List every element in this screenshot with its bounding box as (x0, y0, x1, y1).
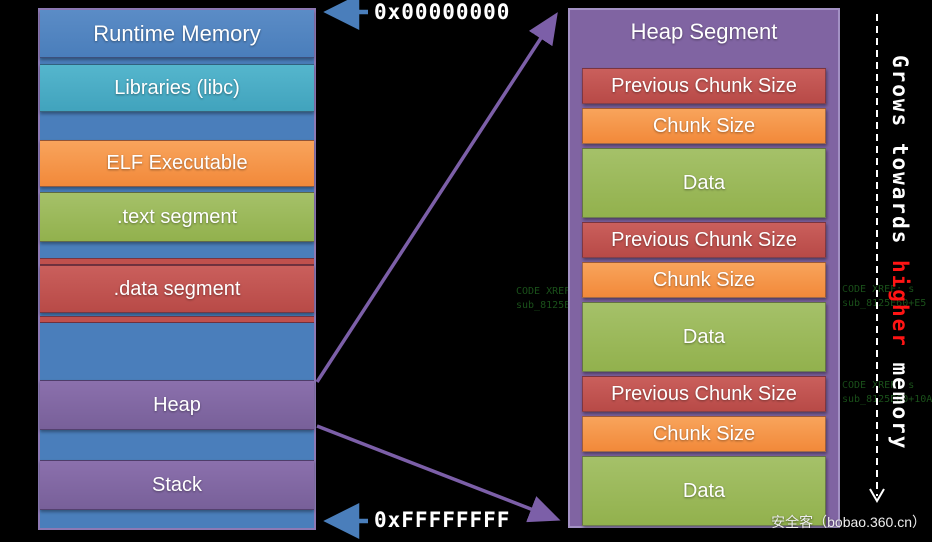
chunk1-chunk-size: Chunk Size (582, 108, 826, 144)
chunk3-data: Data (582, 456, 826, 526)
growth-note-highlight: higher (888, 260, 912, 348)
background-code-text: sub_8125E60+E5 (842, 298, 927, 309)
segment-text: .text segment (40, 192, 314, 242)
chunk1-data: Data (582, 148, 826, 218)
growth-note-before: Grows towards (888, 55, 912, 261)
growth-note-after: memory (888, 347, 912, 451)
segment-elf-executable: ELF Executable (40, 140, 314, 187)
chunk2-chunk-size: Chunk Size (582, 262, 826, 298)
heap-zoom-arrow-top (315, 12, 558, 383)
chunk2-data: Data (582, 302, 826, 372)
growth-direction-dashed-line (869, 14, 885, 503)
runtime-memory-column: Runtime Memory Libraries (libc) ELF Exec… (38, 8, 316, 530)
growth-direction-note: Grows towards higher memory (888, 55, 912, 495)
segment-stack: Stack (40, 460, 314, 510)
runtime-memory-title: Runtime Memory (40, 10, 314, 58)
segment-data-strip-top (40, 258, 314, 265)
heap-segment-title: Heap Segment (630, 19, 778, 44)
segment-data-strip-bottom (40, 316, 314, 323)
heap-segment-box: Heap Segment Previous Chunk Size Chunk S… (568, 8, 840, 528)
segment-data: .data segment (40, 265, 314, 313)
segment-heap: Heap (40, 380, 314, 430)
background-code-text: CODE XREF: s (842, 380, 915, 391)
chunk3-chunk-size: Chunk Size (582, 416, 826, 452)
chunk1-previous-chunk-size: Previous Chunk Size (582, 68, 826, 104)
background-code-text: sub_8125E60+10A (842, 394, 932, 405)
watermark: 安全客（bobao.360.cn） (771, 514, 926, 530)
background-code-text: CODE XREF: s (842, 284, 915, 295)
address-label-top: 0x00000000 (374, 0, 511, 24)
chunk3-previous-chunk-size: Previous Chunk Size (582, 376, 826, 412)
address-label-bottom: 0xFFFFFFFF (374, 508, 511, 532)
segment-libraries: Libraries (libc) (40, 64, 314, 112)
chunk2-previous-chunk-size: Previous Chunk Size (582, 222, 826, 258)
background-code-text: sub_8125E60+E5 (516, 300, 601, 311)
heap-zoom-arrow-bottom (316, 424, 561, 523)
